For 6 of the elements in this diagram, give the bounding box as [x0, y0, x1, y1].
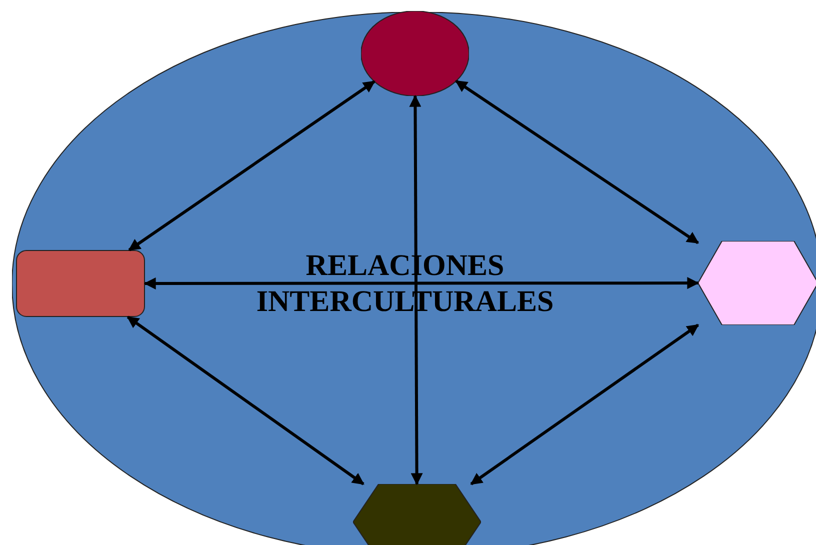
double-arrow	[409, 94, 423, 486]
double-arrow	[144, 277, 700, 290]
double-arrow	[126, 316, 364, 486]
double-arrow	[455, 80, 699, 244]
double-arrow	[470, 324, 700, 486]
double-arrow	[128, 80, 376, 252]
